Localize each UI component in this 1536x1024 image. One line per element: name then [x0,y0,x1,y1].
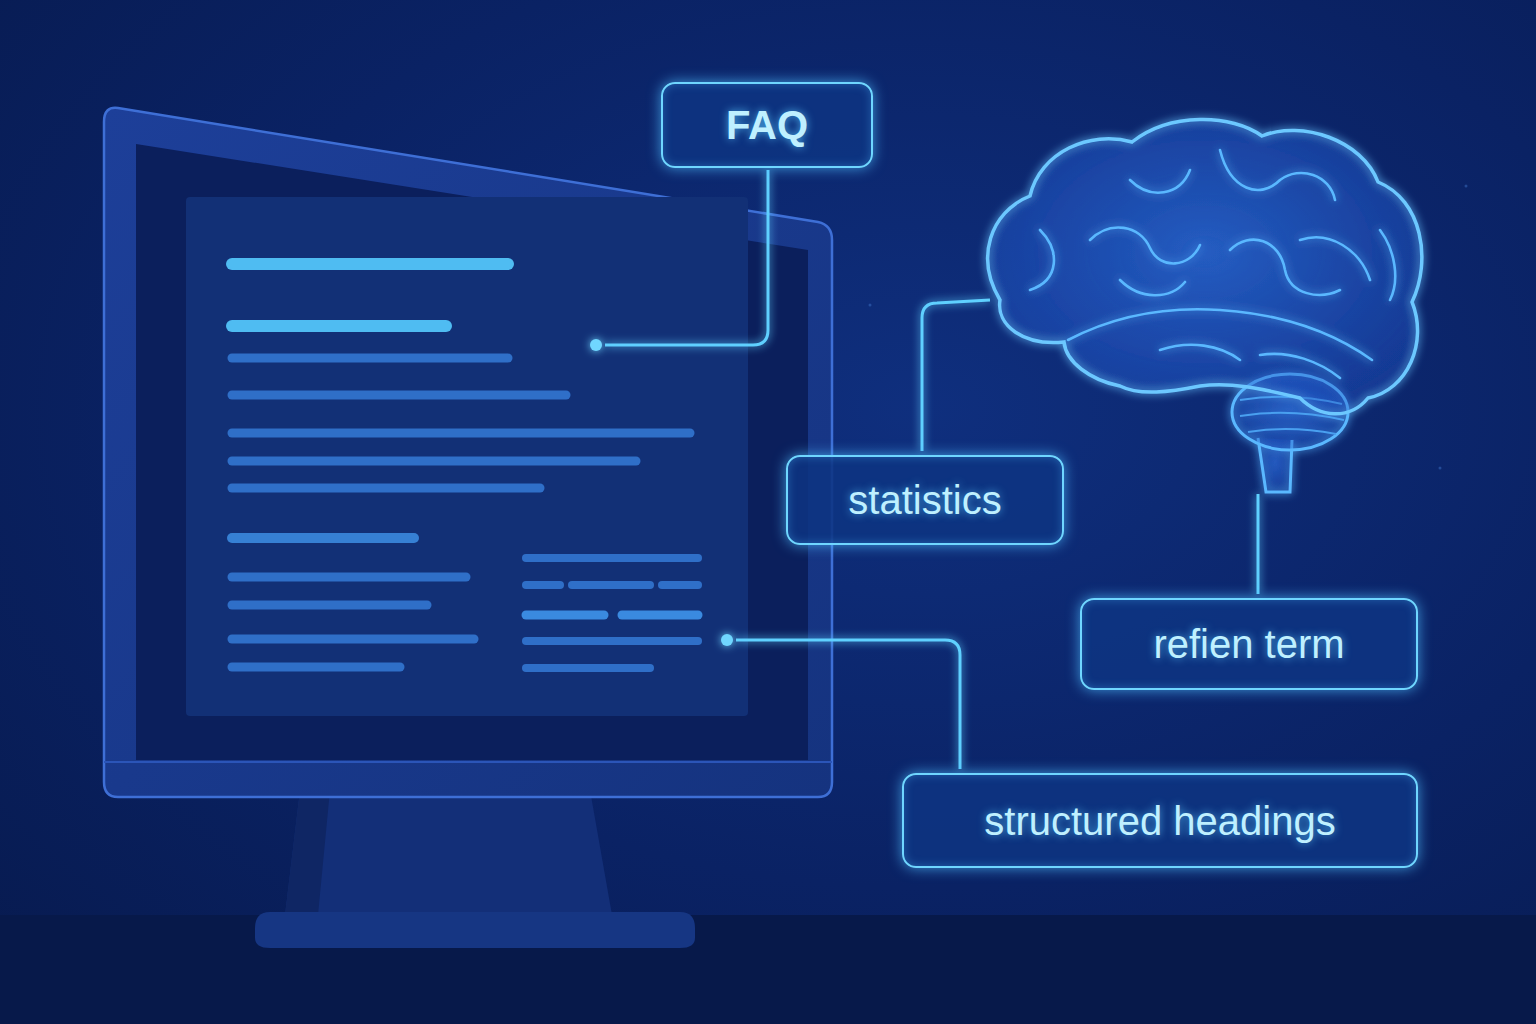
monitor-base [255,912,695,948]
monitor-bezel [104,108,832,797]
sparkles [869,185,1468,470]
text-line [526,637,698,645]
leader-dots [590,339,733,646]
sparkle [1465,185,1468,188]
text-line [526,664,650,672]
text-line [232,320,446,332]
text-line [232,391,566,400]
leader-line [922,300,990,451]
monitor-neck [285,790,612,915]
headings-box: structured headings [902,773,1418,868]
text-line [232,457,636,466]
leader-dot [721,634,733,646]
text-line [526,554,698,562]
text-line [232,573,466,582]
sparkle [869,304,872,307]
leader-dot [590,339,602,351]
text-line [232,601,427,610]
text-line [232,429,690,438]
box-label: refien term [1153,622,1344,666]
text-line [232,484,540,493]
leader-line [1257,494,1260,594]
text-line [232,354,508,363]
brain-gyri [1030,150,1395,378]
leader-line [736,640,960,769]
text-line [572,581,650,589]
box-label: statistics [848,478,1001,522]
text-line [622,611,698,620]
text-line [526,611,604,620]
box-label: structured headings [984,799,1335,843]
screen-panel [186,197,748,716]
box-label: FAQ [726,103,808,147]
text-line [232,258,508,270]
monitor-screen [136,144,808,760]
text-line [232,635,474,644]
text-lines [232,264,698,668]
leader-line [605,170,768,345]
statistics-box: statistics [786,455,1064,545]
text-line [232,663,400,672]
monitor [104,108,832,948]
monitor-chin-line [104,761,832,763]
text-line [526,581,560,589]
text-line [232,533,414,543]
brain [988,119,1422,492]
text-line [662,581,698,589]
floor [0,915,1536,1024]
term-box: refien term [1080,598,1418,690]
monitor-neck-shade [285,790,330,915]
faq-box: FAQ [661,82,873,168]
sparkle [1439,467,1442,470]
cerebrum [988,119,1422,413]
